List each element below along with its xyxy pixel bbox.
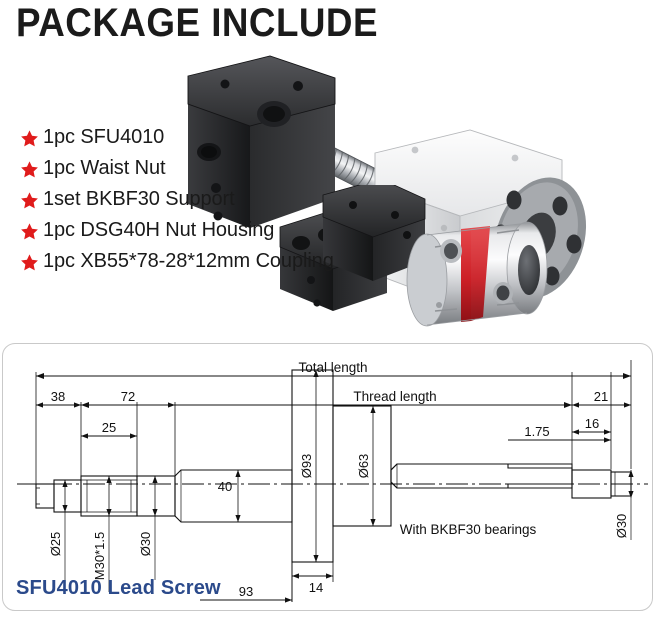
page-title: PACKAGE INCLUDE [16,1,378,45]
star-icon [20,222,39,241]
list-item: 1pc DSG40H Nut Housing [20,215,440,246]
star-icon [20,191,39,210]
dim-diam-93: Ø93 [299,454,314,479]
list-item-label: 1pc Waist Nut [43,157,166,179]
dim-thread-m30: M30*1.5 [92,532,107,580]
dim-diam-25: Ø25 [48,532,63,557]
technical-drawing-panel: Total length Thread length 38 72 25 21 1… [2,343,653,611]
dim-93-length: 93 [239,584,253,599]
list-item-label: 1set BKBF30 Support [43,188,235,210]
total-length-label: Total length [298,360,367,375]
package-list: 1pc SFU4010 1pc Waist Nut 1set BKBF30 Su… [20,122,440,277]
dim-21: 21 [594,389,608,404]
drawing-caption: SFU4010 Lead Screw [16,577,221,599]
star-icon [20,253,39,272]
star-icon [20,160,39,179]
dim-14: 14 [309,580,323,595]
star-icon [20,129,39,148]
bkbf30-support-block-left [187,55,336,228]
coupling-assembly [275,185,657,345]
list-item-label: 1pc SFU4010 [43,126,165,148]
dim-diam-30-right: Ø30 [614,514,629,539]
bearings-note: With BKBF30 bearings [400,522,537,537]
dim-diam-30-left: Ø30 [138,532,153,557]
dim-16: 16 [585,416,599,431]
list-item: 1pc SFU4010 [20,122,440,153]
list-item: 1pc XB55*78-28*12mm Coupling [20,246,440,277]
dim-40: 40 [218,479,232,494]
dim-diam-63: Ø63 [356,454,371,479]
flexible-coupling [406,221,548,327]
dim-25: 25 [102,420,116,435]
dim-38: 38 [51,389,65,404]
list-item: 1pc Waist Nut [20,153,440,184]
support-block-right-upper [322,185,426,281]
dim-1-75: 1.75 [524,424,549,439]
thread-length-label: Thread length [353,389,436,404]
list-item-label: 1pc DSG40H Nut Housing [43,219,275,241]
list-item: 1set BKBF30 Support [20,184,440,215]
dim-72: 72 [121,389,135,404]
list-item-label: 1pc XB55*78-28*12mm Coupling [43,250,334,272]
lead-screw-dimension-drawing: Total length Thread length 38 72 25 21 1… [17,360,648,603]
